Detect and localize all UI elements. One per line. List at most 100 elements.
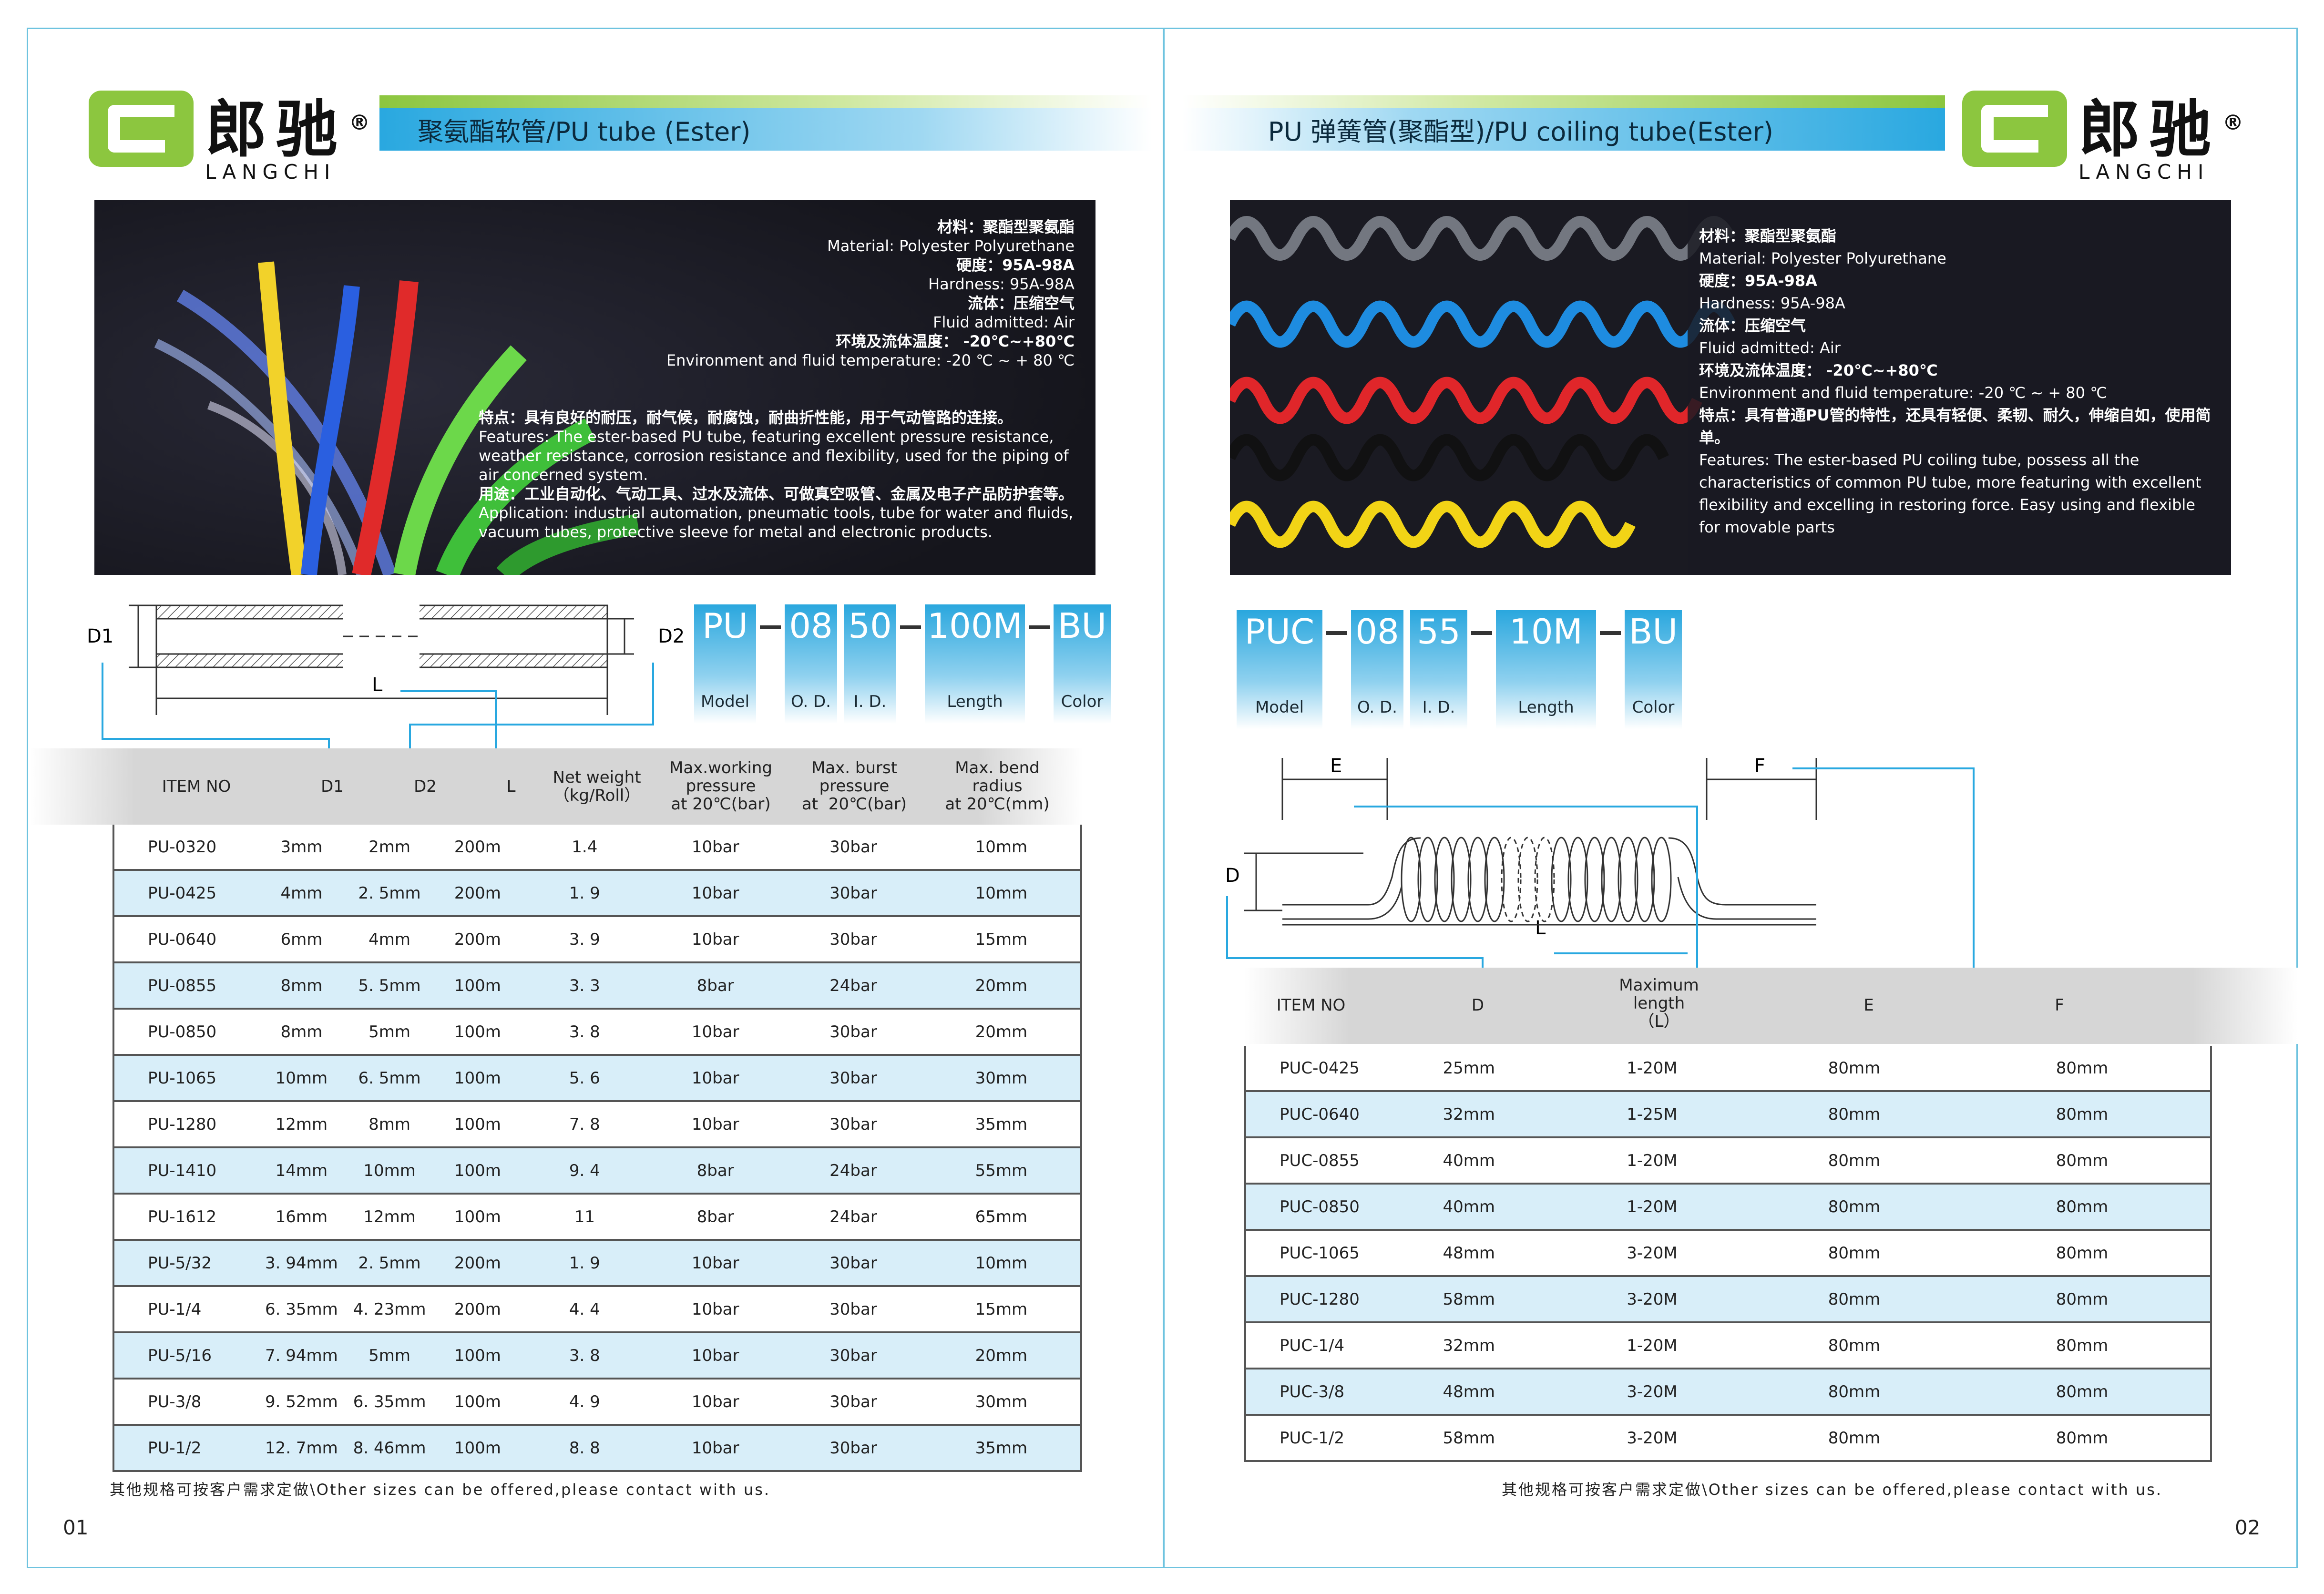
right-title-bar: PU 弹簧管(聚酯型)/PU coiling tube(Ester) — [1182, 95, 1945, 151]
features-cn: 特点：具有普通PU管的特性，还具有轻便、柔韧、耐久，伸缩自如，使用简单。 — [1699, 406, 2211, 447]
table-cell: 15mm — [922, 916, 1081, 963]
pu-tubes-illustration — [94, 200, 1095, 575]
table-cell: 30bar — [784, 1101, 922, 1148]
table-cell: 6. 5mm — [347, 1055, 432, 1102]
left-features-block: 特点：具有良好的耐压，耐气候，耐腐蚀，耐曲折性能，用于气动管路的连接。 Feat… — [479, 408, 1079, 542]
table-cell: 65mm — [922, 1194, 1081, 1241]
table-cell: 14mm — [256, 1147, 347, 1195]
application-en: Application: industrial automation, pneu… — [479, 504, 1074, 541]
table-cell: 80mm — [1754, 1276, 1955, 1323]
table-cell: 12mm — [347, 1194, 432, 1241]
table-cell: 7. 94mm — [256, 1332, 347, 1379]
diagram-label-d: D — [1225, 865, 1240, 887]
table-cell: 15mm — [922, 1286, 1081, 1333]
table-cell: 10bar — [646, 1240, 785, 1287]
item-no-cell: PUC-3/8 — [1245, 1369, 1388, 1416]
table-cell: 30bar — [784, 825, 922, 871]
table-cell: 80mm — [1954, 1091, 2211, 1138]
diagram-label-l: L — [1535, 917, 1546, 939]
table-cell: 30bar — [784, 916, 922, 963]
table-cell: 58mm — [1388, 1276, 1550, 1323]
spec-material-cn: 材料：聚酯型聚氨酯 — [937, 218, 1075, 236]
table-cell: 10bar — [646, 870, 785, 917]
table-cell: 8mm — [347, 1101, 432, 1148]
table-cell: 12mm — [256, 1101, 347, 1148]
table-cell: 80mm — [1754, 1137, 1955, 1185]
table-cell: 30bar — [784, 1009, 922, 1056]
table-cell: 200m — [432, 916, 523, 963]
brand-name-en: LANGCHI — [205, 160, 336, 184]
table-cell: 80mm — [1954, 1230, 2211, 1277]
table-cell: 40mm — [1388, 1137, 1550, 1185]
right-page-title: PU 弹簧管(聚酯型)/PU coiling tube(Ester) — [1182, 108, 1945, 151]
table-cell: 80mm — [1954, 1322, 2211, 1369]
table-cell: 24bar — [784, 1147, 922, 1195]
table-cell: 10bar — [646, 916, 785, 963]
table-cell: 80mm — [1954, 1184, 2211, 1231]
table-cell: 1. 9 — [522, 870, 646, 917]
features-cn: 特点：具有良好的耐压，耐气候，耐腐蚀，耐曲折性能，用于气动管路的连接。 — [479, 409, 1013, 427]
diagram-label-d1: D1 — [87, 625, 113, 647]
table-cell: 80mm — [1754, 1230, 1955, 1277]
table-cell: 1-20M — [1549, 1137, 1754, 1185]
item-no-cell: PU-1410 — [113, 1147, 256, 1195]
table-cell: 4mm — [256, 870, 347, 917]
left-page-number: 01 — [63, 1516, 89, 1539]
left-product-photo: 材料：聚酯型聚氨酯 Material: Polyester Polyuretha… — [94, 200, 1095, 575]
table-cell: 100m — [432, 1055, 523, 1102]
brand-name-en: LANGCHI — [2078, 160, 2210, 184]
table-cell: 100m — [432, 1194, 523, 1241]
table-cell: 80mm — [1754, 1091, 1955, 1138]
table-cell: 10bar — [646, 1055, 785, 1102]
table-cell: 58mm — [1388, 1415, 1550, 1462]
right-page-number: 02 — [2235, 1516, 2261, 1539]
table-cell: 48mm — [1388, 1369, 1550, 1416]
table-cell: 30bar — [784, 1286, 922, 1333]
table-cell: 4mm — [347, 916, 432, 963]
table-cell: 30bar — [784, 870, 922, 917]
table-cell: 1-20M — [1549, 1322, 1754, 1369]
spec-temperature-cn: 环境及流体温度： -20℃~+80℃ — [1699, 361, 1938, 379]
spec-hardness-cn: 硬度：95A-98A — [1699, 272, 1817, 290]
right-spec-block: 材料：聚酯型聚氨酯 Material: Polyester Polyuretha… — [1699, 225, 2214, 539]
brand-logo-left: 郎驰® LANGCHI — [89, 91, 379, 183]
spec-material-en: Material: Polyester Polyurethane — [827, 237, 1075, 255]
brand-name-cn: 郎驰 — [205, 93, 347, 166]
table-cell: 20mm — [922, 1332, 1081, 1379]
table-cell: 25mm — [1388, 1046, 1550, 1092]
left-table-header: ITEM NO D1 D2 L Net weight （kg/Roll） Max… — [30, 748, 1083, 825]
spec-temperature-cn: 环境及流体温度： -20℃~+80℃ — [836, 332, 1075, 350]
table-cell: 40mm — [1388, 1184, 1550, 1231]
table-cell: 5mm — [347, 1332, 432, 1379]
table-cell: 80mm — [1954, 1276, 2211, 1323]
table-cell: 6. 35mm — [347, 1379, 432, 1426]
table-cell: 7. 8 — [522, 1101, 646, 1148]
spec-hardness-en: Hardness: 95A-98A — [1699, 294, 1845, 312]
item-no-cell: PU-0640 — [113, 916, 256, 963]
item-no-cell: PU-0320 — [113, 825, 256, 871]
table-cell: 8bar — [646, 1194, 785, 1241]
spec-material-en: Material: Polyester Polyurethane — [1699, 249, 1946, 267]
table-cell: 10mm — [256, 1055, 347, 1102]
table-cell: 24bar — [784, 1194, 922, 1241]
table-cell: 30mm — [922, 1379, 1081, 1426]
right-table-header: ITEM NO D Maximum length （L） E F — [1244, 968, 2298, 1044]
table-cell: 1-20M — [1549, 1046, 1754, 1092]
table-cell: 16mm — [256, 1194, 347, 1241]
table-cell: 8mm — [256, 962, 347, 1010]
right-product-photo: 材料：聚酯型聚氨酯 Material: Polyester Polyuretha… — [1230, 200, 2231, 575]
spec-temperature-en: Environment and fluid temperature: -20 ℃… — [1699, 384, 2108, 402]
